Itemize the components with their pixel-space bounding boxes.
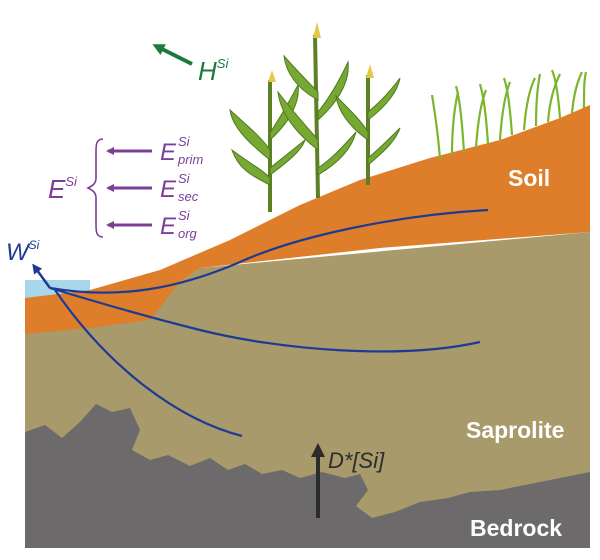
soil-flow-line xyxy=(49,208,489,294)
diffusion-label: D*[Si] xyxy=(328,448,385,473)
plant-uptake-arrow xyxy=(152,44,193,66)
bedrock-label: Bedrock xyxy=(470,515,562,541)
export-flux-label: ESi xyxy=(48,174,78,204)
bedrock-layer xyxy=(25,404,590,548)
corn-plants-icon xyxy=(229,22,401,212)
deep-flow-line xyxy=(54,289,243,438)
weathering-flux-arrow xyxy=(32,263,52,289)
plant-flux-label: HSi xyxy=(198,56,229,86)
soil-label: Soil xyxy=(508,165,550,191)
soil-layer xyxy=(25,105,590,334)
weathering-flux-label: WSi xyxy=(6,238,40,266)
flow-lines xyxy=(49,208,489,438)
export-flux-brace xyxy=(86,138,104,238)
grass-tuft-icon xyxy=(430,69,588,161)
saprolite-label: Saprolite xyxy=(466,417,564,443)
upper-saprolite-flow-line xyxy=(49,286,481,353)
